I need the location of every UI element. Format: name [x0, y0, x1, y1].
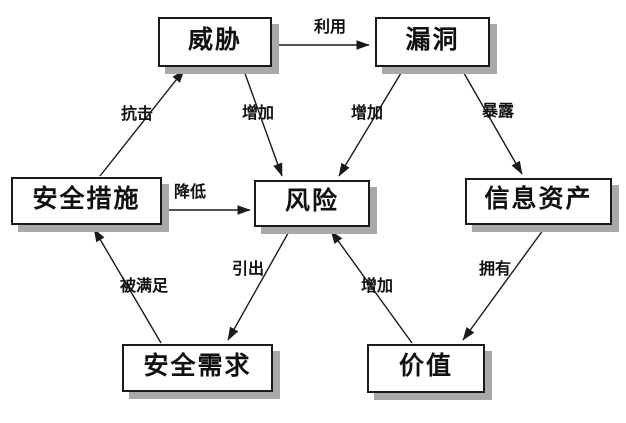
edge-label-increase-value: 增加	[360, 276, 394, 295]
edge-label-exploit: 利用	[313, 17, 347, 36]
node-security-requirements-label: 安全需求	[143, 350, 252, 380]
node-risk-label: 风险	[284, 186, 339, 215]
node-threat: 威胁	[158, 17, 272, 67]
node-information-assets: 信息资产	[465, 178, 612, 225]
edge-label-satisfied: 被满足	[119, 276, 169, 295]
edge-value-risk	[330, 230, 413, 344]
edge-label-reduce: 降低	[173, 182, 207, 201]
edge-label-derive: 引出	[231, 259, 265, 278]
node-vulnerability: 漏洞	[375, 17, 490, 67]
edge-label-increase-threat: 增加	[241, 103, 275, 122]
node-security-measures-label: 安全措施	[32, 183, 141, 213]
node-vulnerability-label: 漏洞	[405, 24, 460, 54]
node-information-assets-label: 信息资产	[484, 184, 593, 213]
node-risk: 风险	[254, 180, 370, 227]
edge-measures-threat	[99, 69, 185, 177]
node-value: 价值	[367, 344, 485, 393]
edge-requirements-measures	[93, 228, 162, 344]
node-value-label: 价值	[398, 351, 453, 380]
node-security-requirements: 安全需求	[122, 344, 273, 392]
edge-vulnerability-assets	[460, 67, 523, 175]
edge-assets-value	[462, 225, 547, 341]
node-threat-label: 威胁	[187, 24, 242, 54]
edge-label-expose: 暴露	[481, 101, 515, 120]
edge-risk-requirements	[227, 227, 292, 341]
edge-label-own: 拥有	[478, 259, 512, 278]
edge-label-resist: 抗击	[120, 104, 154, 123]
edge-threat-risk	[242, 67, 283, 177]
edge-label-increase-vulnerability: 增加	[350, 103, 384, 122]
edge-vulnerability-risk	[338, 67, 405, 177]
node-security-measures: 安全措施	[11, 177, 162, 225]
